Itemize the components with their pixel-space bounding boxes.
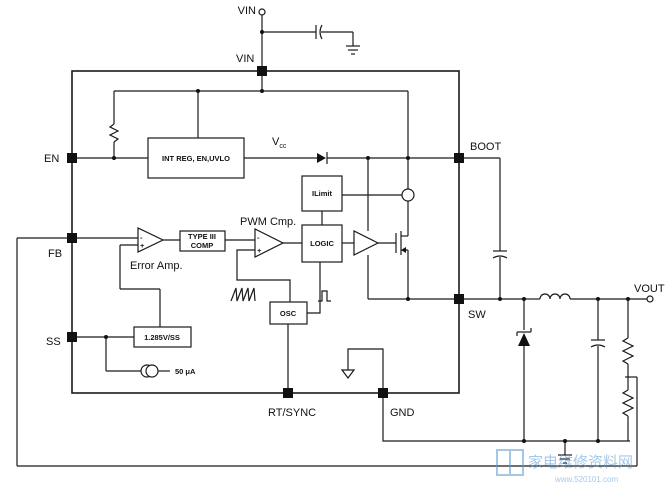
vin-pin-label: VIN [236, 53, 254, 65]
vcc-line [244, 152, 459, 164]
ilimit-label: ILimit [312, 189, 333, 198]
pulse-waveform [318, 290, 331, 302]
comp-label-1: TYPE III [188, 232, 216, 241]
pwm-cmp-label: PWM Cmp. [240, 216, 296, 228]
boot-capacitor [464, 157, 508, 301]
boot-pin [454, 153, 464, 163]
high-side-mosfet [395, 231, 409, 299]
pwm-minus: - [257, 233, 260, 242]
int-reg-label: INT REG, EN,UVLO [162, 154, 230, 163]
watermark-url: www.520101.com [554, 475, 618, 484]
ilimit-block [301, 175, 343, 212]
gate-driver [342, 158, 396, 299]
vin-input-network [258, 8, 360, 71]
rt-sync-label: RT/SYNC [268, 407, 316, 419]
watermark-text: 家电维修资料网 [528, 453, 633, 471]
current-sense [401, 188, 415, 202]
internal-vin-rail [108, 76, 409, 236]
type-iii-comp-block [179, 230, 226, 252]
sw-pin [454, 294, 464, 304]
pwm-comparator [254, 228, 285, 258]
catch-diode [516, 299, 532, 443]
boot-label: BOOT [470, 141, 501, 153]
vcc-label: Vcc [272, 136, 287, 150]
feedback-divider [16, 237, 638, 467]
pwm-plus: + [257, 246, 262, 255]
output-capacitor [590, 299, 606, 443]
gnd-pin [378, 388, 388, 398]
vin-top-label: VIN [238, 5, 256, 17]
ea-minus: - [140, 233, 143, 242]
ref-label: 1.285V/SS [144, 333, 180, 342]
en-pin [67, 153, 77, 163]
rt-sync-pin [283, 388, 293, 398]
gnd-label: GND [390, 407, 415, 419]
watermark: 家电维修资料网 www.520101.com [496, 449, 633, 484]
int-reg-block [147, 137, 245, 179]
output-stage [522, 293, 654, 303]
fb-pin [67, 233, 77, 243]
osc-label: OSC [280, 309, 297, 318]
ea-plus: + [140, 241, 145, 250]
logic-block [301, 224, 343, 263]
internal-ground [340, 348, 384, 393]
ground-symbol [558, 439, 572, 464]
sw-label: SW [468, 309, 486, 321]
error-amplifier [137, 227, 165, 253]
current-label: 50 μA [175, 367, 196, 376]
vout-label: VOUT [634, 283, 665, 295]
en-label: EN [44, 153, 59, 165]
logic-label: LOGIC [310, 239, 334, 248]
vin-pin [257, 66, 267, 76]
fb-label: FB [48, 248, 62, 260]
comp-label-2: COMP [191, 241, 214, 250]
ss-label: SS [46, 336, 61, 348]
ss-pin [67, 332, 77, 342]
sawtooth-waveform [230, 287, 256, 302]
error-amp-label: Error Amp. [130, 260, 183, 272]
